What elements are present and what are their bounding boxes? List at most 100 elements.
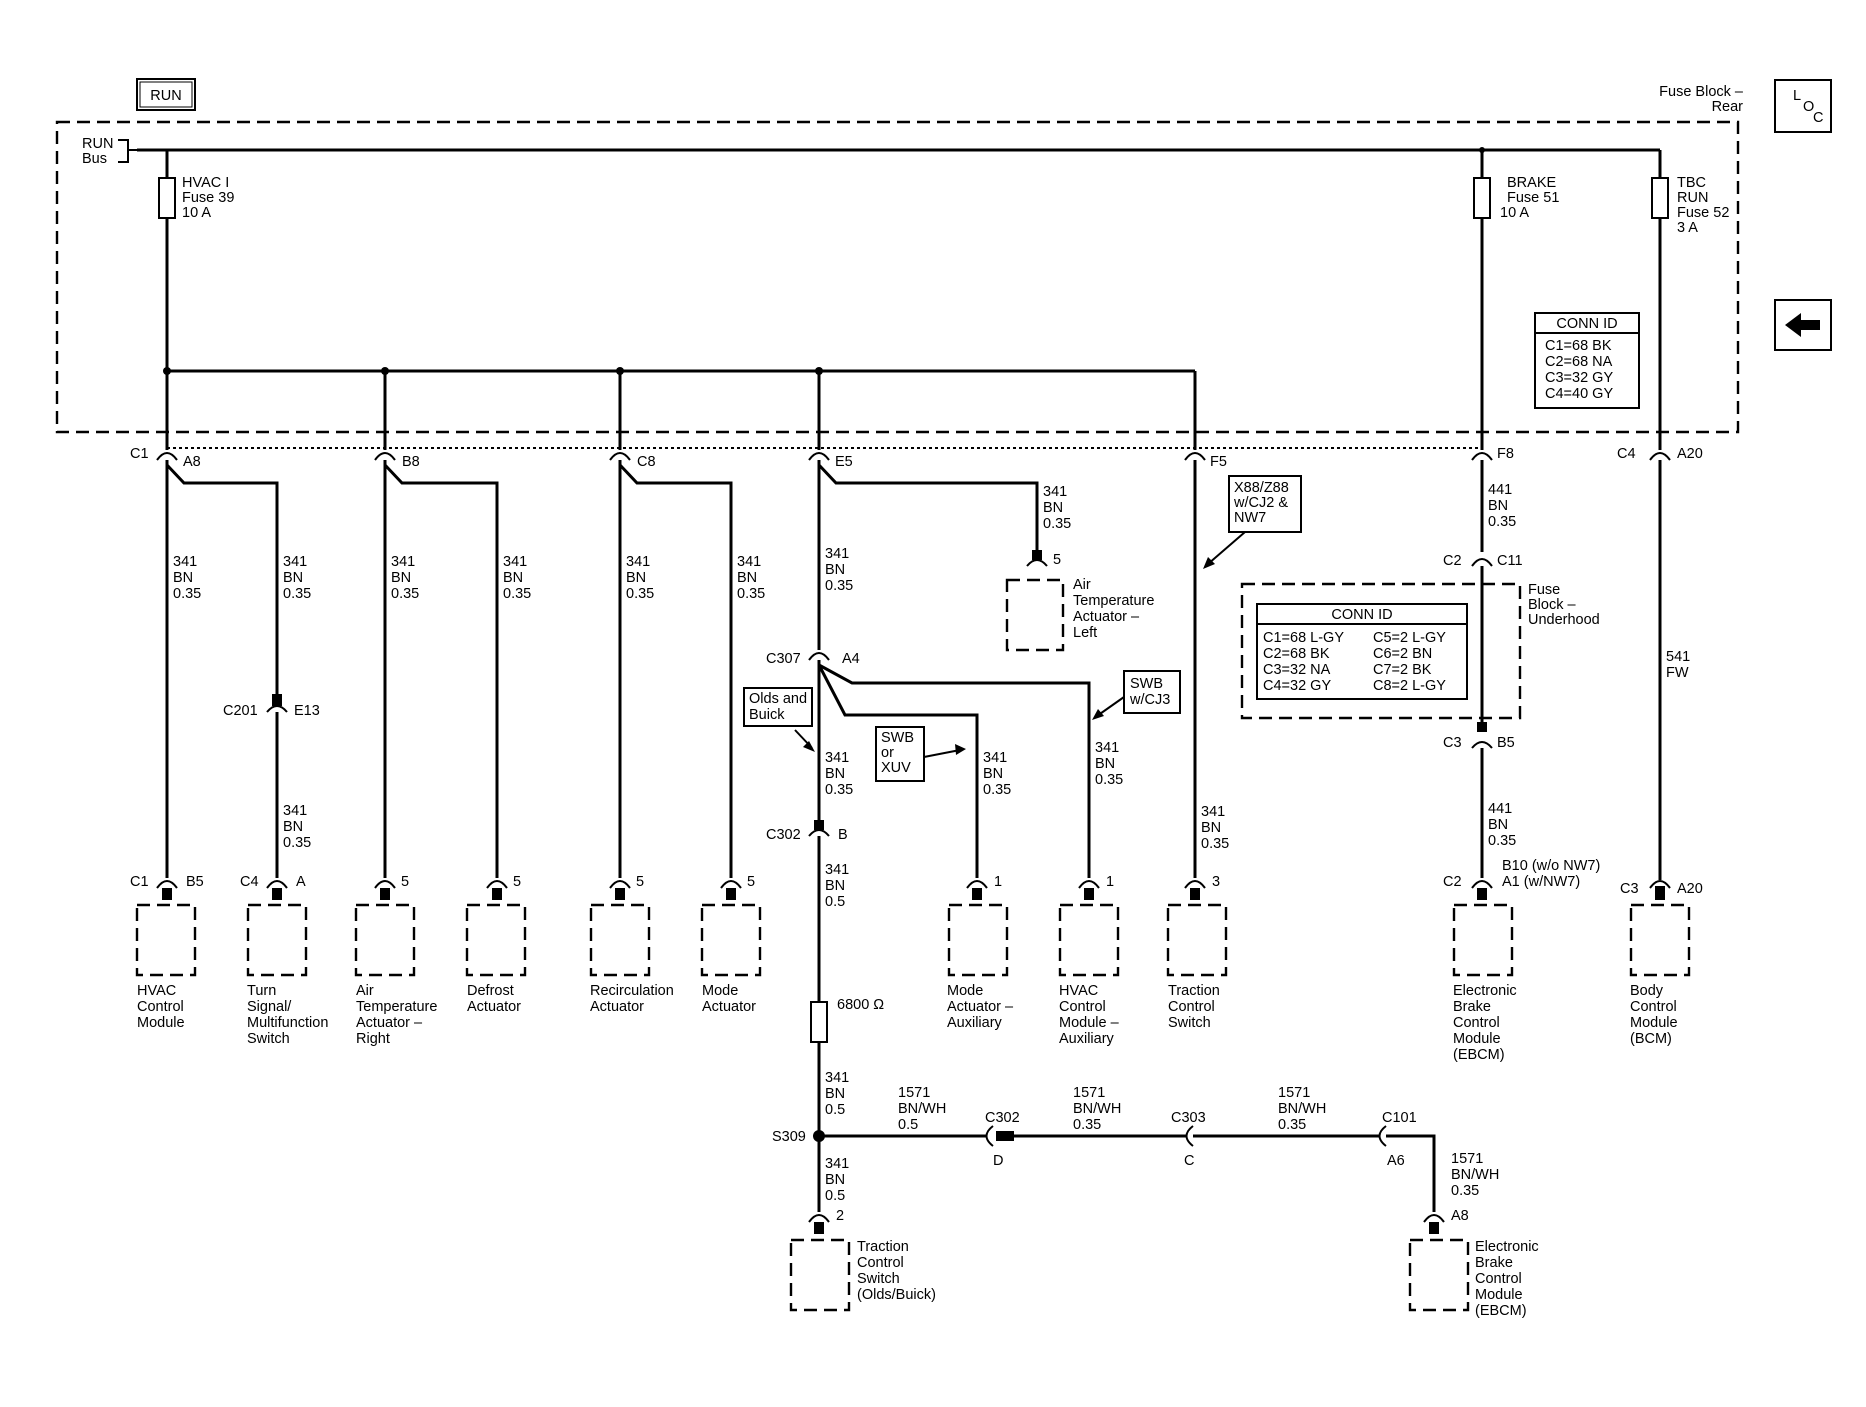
svg-text:C1=68 L-GY: C1=68 L-GY (1263, 630, 1344, 646)
svg-text:341: 341 (737, 554, 761, 570)
svg-text:SWB: SWB (881, 730, 914, 746)
svg-text:BN: BN (1201, 820, 1221, 836)
component-ebcm-bottom: A8 Electronic Brake Control Module (EBCM… (1408, 1208, 1539, 1319)
svg-text:5: 5 (401, 874, 409, 890)
svg-text:Mode: Mode (702, 983, 738, 999)
svg-text:Control: Control (1630, 999, 1677, 1015)
component-traction-control-switch-olds-buick: 2 Traction Control Switch (Olds/Buick) (789, 1208, 936, 1312)
svg-text:Air: Air (356, 983, 374, 999)
svg-text:C2=68 BK: C2=68 BK (1263, 646, 1330, 662)
svg-text:341: 341 (825, 546, 849, 562)
svg-text:1571: 1571 (1073, 1085, 1105, 1101)
c307-label: C307 A4 (766, 651, 860, 667)
fuse-52-label: TBC RUN Fuse 52 3 A (1677, 175, 1729, 236)
svg-text:RUN: RUN (82, 136, 113, 152)
svg-text:0.35: 0.35 (1201, 836, 1229, 852)
svg-text:Block –: Block – (1528, 597, 1576, 613)
svg-text:0.35: 0.35 (825, 782, 853, 798)
resistor-6800 (810, 1001, 828, 1043)
svg-text:0.5: 0.5 (898, 1117, 918, 1133)
svg-text:CONN ID: CONN ID (1556, 316, 1617, 332)
component-defrost-actuator: 5 Defrost Actuator (465, 874, 527, 1015)
svg-text:BN: BN (825, 878, 845, 894)
svg-text:Module: Module (137, 1015, 185, 1031)
svg-text:E13: E13 (294, 703, 320, 719)
svg-text:BRAKE: BRAKE (1507, 175, 1556, 191)
svg-text:341: 341 (391, 554, 415, 570)
svg-text:C302: C302 (766, 827, 801, 843)
component-air-temp-actuator-right: 5 Air Temperature Actuator – Right (354, 874, 437, 1047)
svg-text:X88/Z88: X88/Z88 (1234, 480, 1289, 496)
svg-text:B8: B8 (402, 454, 420, 470)
svg-text:0.35: 0.35 (1278, 1117, 1306, 1133)
component-air-temp-actuator-left: 5 Air Temperature Actuator – Left (1005, 552, 1154, 652)
svg-text:(BCM): (BCM) (1630, 1031, 1672, 1047)
loc-button[interactable]: L O C (1774, 79, 1832, 133)
svg-text:5: 5 (636, 874, 644, 890)
resistor-label: 6800 Ω (837, 997, 884, 1013)
svg-text:341: 341 (1095, 740, 1119, 756)
svg-text:Left: Left (1073, 625, 1097, 641)
svg-text:341: 341 (983, 750, 1007, 766)
fuse-51 (1473, 177, 1491, 219)
svg-text:BN: BN (1043, 500, 1063, 516)
svg-text:0.35: 0.35 (283, 586, 311, 602)
component-hvac-control-module-auxiliary: 1 HVAC Control Module – Auxiliary (1058, 874, 1120, 1047)
svg-text:C8: C8 (637, 454, 656, 470)
inline-connector-labels: C302 D C303 C C101 A6 (985, 1110, 1417, 1169)
svg-text:(EBCM): (EBCM) (1475, 1303, 1527, 1319)
svg-text:Module: Module (1453, 1031, 1501, 1047)
svg-text:10 A: 10 A (182, 205, 211, 221)
c302-b-label: C302 B (766, 827, 848, 843)
svg-text:A: A (296, 874, 306, 890)
fuse-52 (1651, 177, 1669, 219)
svg-text:Right: Right (356, 1031, 390, 1047)
svg-text:Switch: Switch (247, 1031, 290, 1047)
svg-text:Fuse 39: Fuse 39 (182, 190, 234, 206)
svg-text:0.35: 0.35 (825, 578, 853, 594)
svg-text:Auxiliary: Auxiliary (947, 1015, 1003, 1031)
svg-text:C303: C303 (1171, 1110, 1206, 1126)
svg-text:C3: C3 (1620, 881, 1639, 897)
svg-text:341: 341 (825, 1156, 849, 1172)
back-arrow-button[interactable] (1774, 299, 1832, 351)
svg-text:B10 (w/o NW7): B10 (w/o NW7) (1502, 858, 1600, 874)
svg-text:Mode: Mode (947, 983, 983, 999)
c2-c11-label: C2 C11 (1443, 553, 1523, 569)
svg-text:Traction: Traction (1168, 983, 1220, 999)
svg-text:441: 441 (1488, 482, 1512, 498)
svg-text:Module: Module (1630, 1015, 1678, 1031)
svg-text:5: 5 (747, 874, 755, 890)
svg-text:C6=2 BN: C6=2 BN (1373, 646, 1432, 662)
svg-text:C: C (1184, 1153, 1194, 1169)
svg-text:BN: BN (825, 562, 845, 578)
svg-text:C4=32 GY: C4=32 GY (1263, 678, 1331, 694)
svg-text:2: 2 (836, 1208, 844, 1224)
left-arrow-icon (1785, 313, 1820, 337)
svg-text:or: or (881, 745, 894, 761)
svg-text:0.35: 0.35 (391, 586, 419, 602)
svg-text:Underhood: Underhood (1528, 612, 1600, 628)
svg-text:Auxiliary: Auxiliary (1059, 1031, 1115, 1047)
svg-text:C7=2 BK: C7=2 BK (1373, 662, 1432, 678)
svg-text:BN: BN (391, 570, 411, 586)
svg-text:TBC: TBC (1677, 175, 1706, 191)
svg-text:HVAC: HVAC (1059, 983, 1098, 999)
svg-text:Control: Control (1168, 999, 1215, 1015)
svg-text:0.35: 0.35 (283, 835, 311, 851)
svg-text:Control: Control (1475, 1271, 1522, 1287)
svg-text:C3: C3 (1443, 735, 1462, 751)
svg-text:A6: A6 (1387, 1153, 1405, 1169)
svg-text:BN: BN (983, 766, 1003, 782)
c3-b5-label: C3 B5 (1443, 735, 1515, 751)
svg-text:1571: 1571 (898, 1085, 930, 1101)
svg-text:C1=68 BK: C1=68 BK (1545, 338, 1612, 354)
svg-text:0.35: 0.35 (1073, 1117, 1101, 1133)
run-bus-label: RUN Bus (82, 136, 113, 167)
svg-text:CONN ID: CONN ID (1331, 607, 1392, 623)
component-recirculation-actuator: 5 Recirculation Actuator (589, 874, 674, 1015)
svg-text:1571: 1571 (1278, 1085, 1310, 1101)
svg-text:0.35: 0.35 (1451, 1183, 1479, 1199)
component-turn-signal-switch: C4 A Turn Signal/ Multifunction Switch (240, 874, 328, 1047)
